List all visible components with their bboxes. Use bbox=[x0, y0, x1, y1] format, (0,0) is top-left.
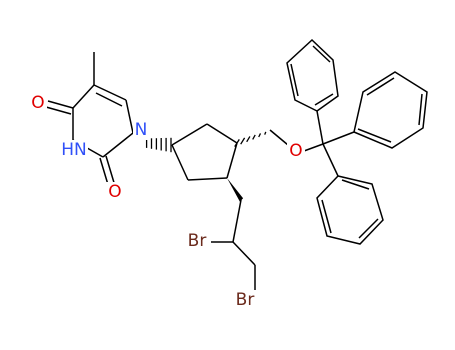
bromine-label: Br bbox=[236, 290, 255, 310]
oxygen-label: O bbox=[108, 182, 121, 202]
oxygen-label: O bbox=[289, 141, 302, 161]
trityl-center-bonds bbox=[316, 110, 355, 177]
atom-label-ring-nitrogen: N bbox=[133, 120, 149, 140]
dibromopropyl-chain bbox=[211, 199, 256, 291]
atom-label-keto-oxygen: O bbox=[29, 93, 47, 113]
atom-label-urea-oxygen: O bbox=[106, 182, 124, 202]
bromine-label: Br bbox=[188, 231, 207, 251]
hashed-stereo-bond-methylene bbox=[234, 131, 267, 147]
phenyl-ring-top bbox=[286, 38, 339, 112]
atom-label-bromine-1: Br bbox=[184, 231, 210, 252]
keto-bond bbox=[45, 100, 74, 115]
ether-linkage bbox=[269, 129, 324, 152]
cyclopentane-ring bbox=[171, 123, 238, 181]
atom-label-bromine-2: Br bbox=[232, 290, 258, 311]
phenyl-ring-bottom bbox=[316, 175, 384, 245]
nitrogen-hydrogen-label: HN bbox=[61, 140, 87, 160]
atom-label-imide-nitrogen: HN bbox=[61, 140, 88, 160]
oxygen-label: O bbox=[31, 93, 44, 113]
atom-label-ether-oxygen: O bbox=[287, 141, 305, 161]
wedge-stereo-bond bbox=[227, 178, 244, 202]
phenyl-ring-right bbox=[353, 71, 428, 149]
hashed-stereo-bond-nucleobase bbox=[145, 137, 172, 153]
nitrogen-label: N bbox=[135, 120, 148, 140]
